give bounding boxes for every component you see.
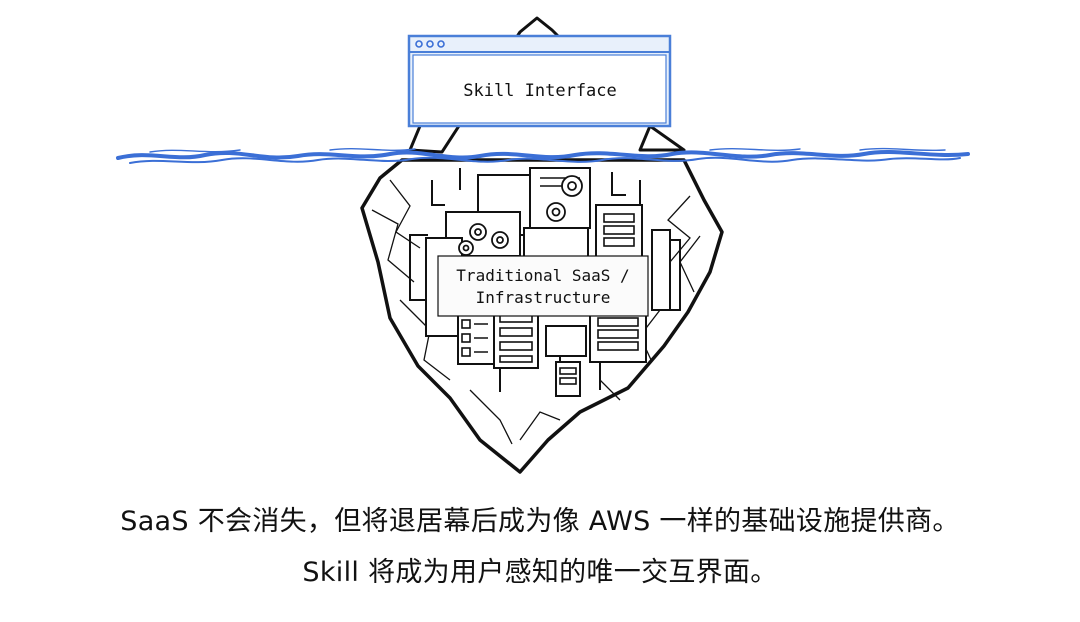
skill-interface-label: Skill Interface bbox=[463, 81, 617, 101]
infrastructure-label-line2: Infrastructure bbox=[476, 288, 611, 307]
window-dot-icon bbox=[426, 40, 434, 48]
caption-line-2: Skill 将成为用户感知的唯一交互界面。 bbox=[302, 557, 778, 588]
water-surface bbox=[116, 147, 970, 164]
infrastructure-label-line1: Traditional SaaS / bbox=[456, 266, 629, 285]
window-dot-icon bbox=[437, 40, 445, 48]
caption-line-1: SaaS 不会消失，但将退居幕后成为像 AWS 一样的基础设施提供商。 bbox=[120, 506, 960, 537]
skill-interface-window: Skill Interface bbox=[407, 34, 672, 128]
iceberg-diagram: Traditional SaaS / Infrastructure Skill … bbox=[116, 16, 970, 474]
infrastructure-label-box: Traditional SaaS / Infrastructure bbox=[437, 255, 649, 317]
window-dot-icon bbox=[415, 40, 423, 48]
